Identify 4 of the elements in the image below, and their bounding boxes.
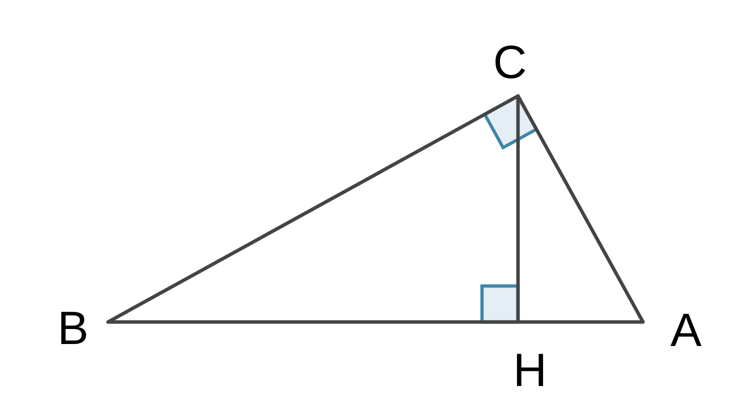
vertex-label: H — [516, 354, 544, 386]
vertex-label: A — [670, 314, 702, 346]
vertex-label: C — [496, 45, 526, 79]
vertex-label: B — [61, 312, 86, 344]
